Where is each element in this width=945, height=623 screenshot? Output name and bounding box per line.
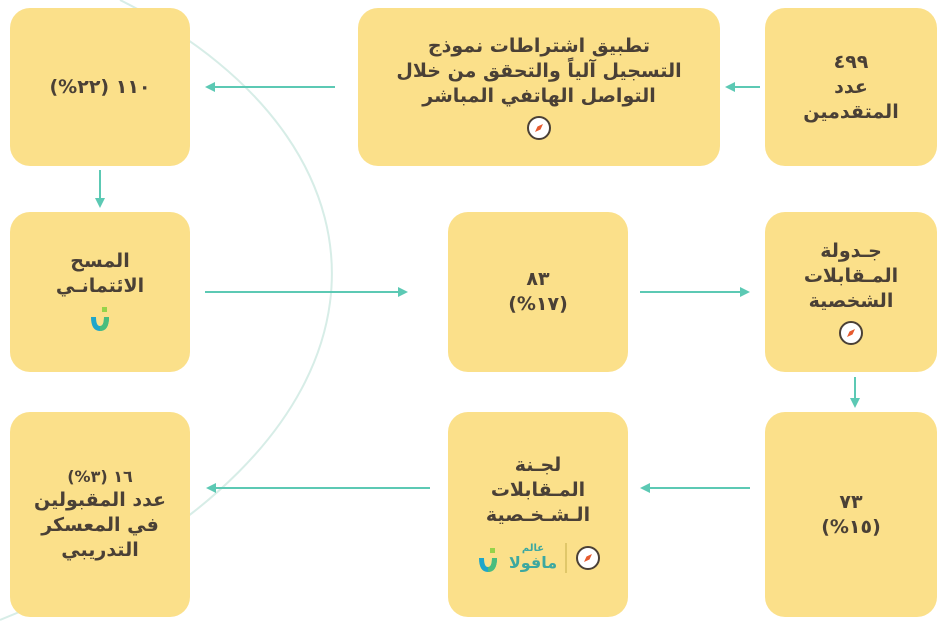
application-check-line-2: التسجيل آلياً والتحقق من خلال <box>396 59 682 82</box>
brand-small-text: عالم <box>521 543 545 554</box>
after-check-value: ١١٠ (٢٢%) <box>49 75 151 98</box>
credit-survey-line-1: المسح <box>70 250 130 272</box>
application-check-line-3: التواصل الهاتفي المباشر <box>422 84 656 107</box>
applicants-box: ٤٩٩ عدد المتقدمين <box>765 8 937 166</box>
applicants-label-2: المتقدمين <box>803 100 899 123</box>
accepted-line-3: في المعسكر <box>41 514 159 536</box>
after-schedule-box: ٧٣ (١٥%) <box>765 412 937 617</box>
accepted-box: ١٦ (٣%) عدد المقبولين في المعسكر التدريب… <box>10 412 190 617</box>
brand-logo-icon <box>91 307 109 331</box>
credit-survey-box: المسح الائتمانـي <box>10 212 190 372</box>
compass-icon <box>527 115 551 140</box>
applicants-label-1: عدد <box>834 75 868 98</box>
applicants-number: ٤٩٩ <box>833 50 869 73</box>
interview-schedule-line-1: جـدولة <box>820 239 882 262</box>
brand-wordmark: عالم مافولا <box>509 544 557 572</box>
accepted-line-1: ١٦ (٣%) <box>67 467 133 486</box>
interview-schedule-box: جـدولة المـقابلات الشخصية <box>765 212 937 372</box>
interview-committee-line-1: لجـنة <box>514 454 562 476</box>
compass-icon <box>839 320 863 345</box>
accepted-line-4: التدريبي <box>61 539 139 561</box>
interview-committee-line-2: المـقابلات <box>490 479 586 501</box>
brand-logo-icon <box>478 548 497 572</box>
after-survey-percent: (١٧%) <box>508 293 568 315</box>
interview-committee-line-3: الـشـخـصية <box>485 504 591 526</box>
credit-survey-line-2: الائتمانـي <box>55 275 145 297</box>
accepted-line-2: عدد المقبولين <box>33 489 167 511</box>
brand-big-text: مافولا <box>508 553 558 572</box>
application-check-line-1: تطبيق اشتراطات نموذج <box>427 34 651 57</box>
after-schedule-value: ٧٣ <box>839 490 863 513</box>
compass-icon <box>576 546 601 570</box>
interview-schedule-line-2: المـقابلات <box>803 264 899 287</box>
footer-logos: عالم مافولا <box>475 540 601 576</box>
after-schedule-percent: (١٥%) <box>821 515 881 538</box>
interview-committee-box: لجـنة المـقابلات الـشـخـصية عالم مافولا <box>448 412 628 617</box>
after-survey-box: ٨٣ (١٧%) <box>448 212 628 372</box>
interview-schedule-line-3: الشخصية <box>808 289 894 312</box>
after-survey-value: ٨٣ <box>526 268 550 290</box>
logo-separator <box>565 543 568 573</box>
application-check-box: تطبيق اشتراطات نموذج التسجيل آلياً والتح… <box>358 8 720 166</box>
after-check-box: ١١٠ (٢٢%) <box>10 8 190 166</box>
